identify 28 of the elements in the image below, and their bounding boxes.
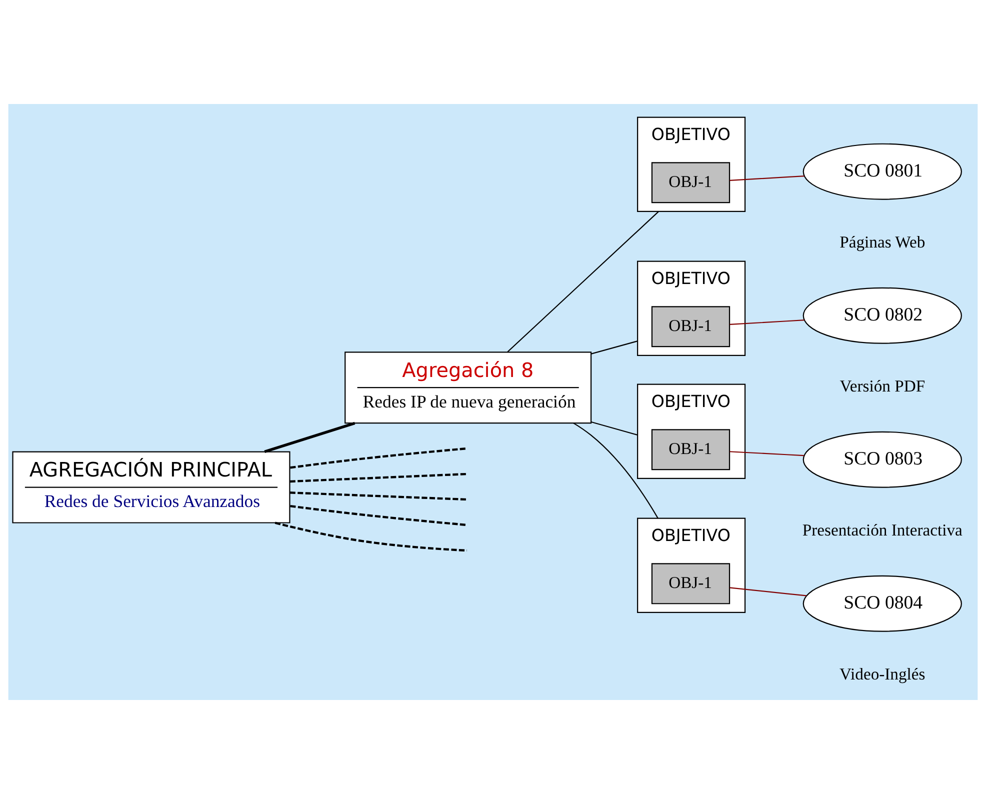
connector [290,447,468,469]
connector [591,340,638,354]
node-ellipse: SCO 0802 [802,287,962,344]
node-box: OBJ-1 [651,162,730,204]
node-label: Video-Inglés [840,664,926,684]
node-box: AGREGACIÓN PRINCIPAL Redes de Servicios Avanzados [12,451,290,524]
connector [290,472,467,483]
connector [730,320,804,325]
node-label: Páginas Web [840,232,926,252]
connector [730,587,806,596]
connector [573,422,658,519]
node-ellipse: SCO 0803 [802,431,962,488]
connector [274,522,467,552]
node-box: OBJ-1 [651,306,730,348]
node-label: Presentación Interactiva [802,520,962,540]
connector [264,422,356,454]
connector [290,492,467,501]
node-ellipse: SCO 0801 [802,143,962,200]
node-box: OBJ-1 [651,429,730,470]
connector [730,176,804,181]
node-ellipse: SCO 0804 [802,575,962,632]
connector [507,211,660,352]
node-box: Agregación 8 Redes IP de nueva generación [344,352,592,424]
connector [730,451,804,456]
connector [591,421,638,436]
node-label: Versión PDF [840,376,926,396]
node-box: OBJ-1 [651,563,730,604]
connector [290,504,468,526]
